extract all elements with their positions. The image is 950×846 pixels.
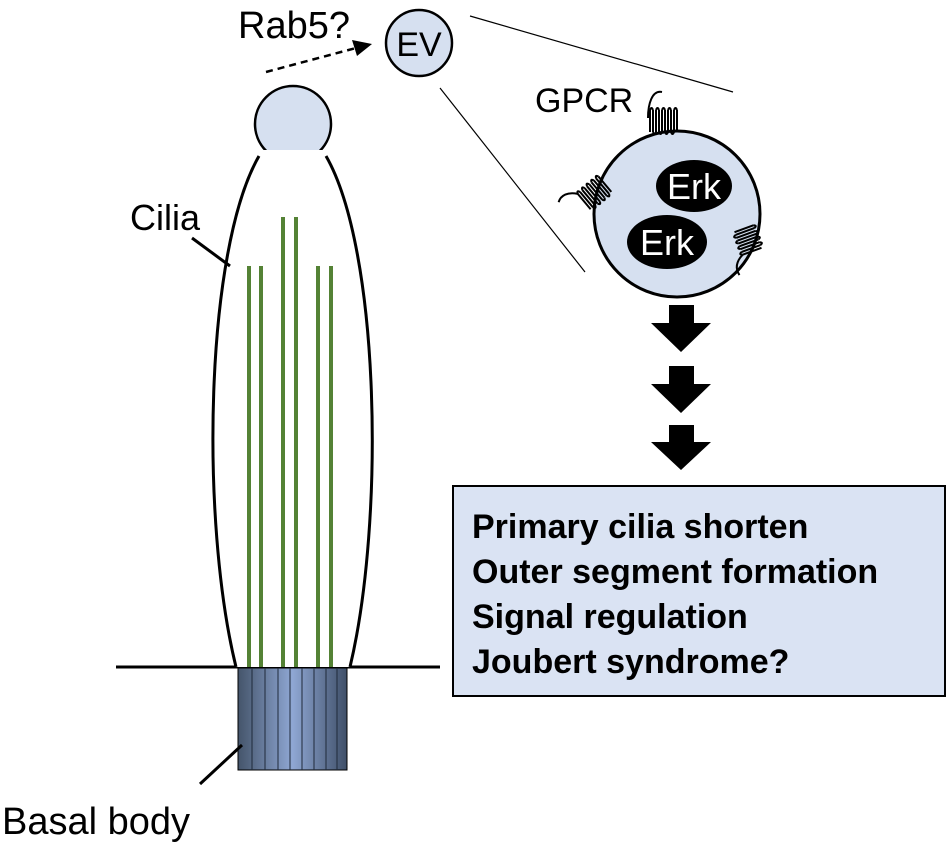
outcome-item: Signal regulation	[472, 598, 748, 636]
cilia-pointer-line	[191, 236, 231, 268]
basal-body	[237, 667, 348, 771]
down-arrow-3	[651, 425, 711, 470]
erk-top-label: Erk	[667, 166, 722, 207]
gpcr-receptor-icon-right	[733, 224, 763, 276]
down-arrow-2	[651, 366, 711, 413]
outcome-item: Primary cilia shorten	[472, 508, 808, 546]
erk-bottom-label: Erk	[640, 222, 695, 263]
outcome-item: Joubert syndrome?	[472, 643, 789, 681]
basal-body-pointer-line	[198, 743, 244, 786]
gpcr-receptor-icon-left	[557, 174, 613, 210]
rab5-dashed-arrow	[265, 40, 372, 74]
gpcr-receptor-icon-top	[647, 90, 678, 135]
rab5-label: Rab5?	[238, 5, 350, 47]
down-arrow-1	[651, 305, 711, 352]
gpcr-label: GPCR	[535, 82, 633, 120]
flow-arrows	[651, 305, 711, 470]
axoneme-microtubules	[247, 217, 333, 667]
zoom-line-top	[469, 15, 734, 93]
erk-bottom	[627, 215, 707, 269]
cilium-body	[212, 156, 373, 667]
outcome-box	[452, 485, 946, 697]
cilium-outline	[211, 155, 374, 668]
ev-enlarged	[592, 129, 762, 299]
cilia-label: Cilia	[130, 197, 201, 238]
ev-vesicle	[384, 8, 454, 78]
outcome-item: Outer segment formation	[472, 553, 878, 591]
basal-body-label: Basal body	[2, 801, 190, 843]
erk-top	[656, 160, 732, 212]
ev-label: EV	[396, 26, 442, 64]
zoom-line-bottom	[439, 87, 586, 273]
